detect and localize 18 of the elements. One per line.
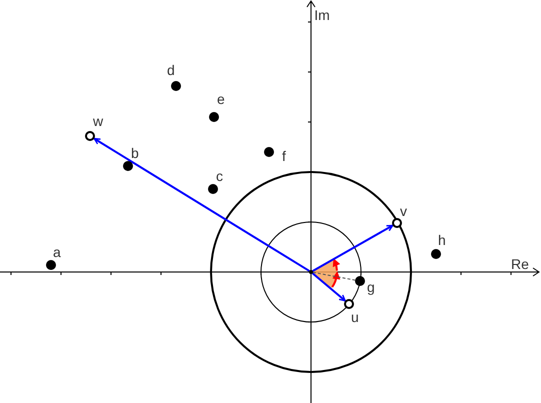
point-label: v [400,203,407,219]
axis-label: Im [314,7,330,23]
point-label: e [217,91,225,107]
axis-label: Re [511,256,529,272]
origin-point [309,270,313,274]
point-label: u [351,309,359,325]
point-label: b [131,145,139,161]
point-label: w [93,113,104,129]
point-label: c [216,168,223,184]
arrow [312,224,394,272]
dashed-line [312,272,356,281]
point-label: d [167,62,175,78]
point-label: a [53,244,61,260]
point-label: h [438,232,446,248]
arrow [312,272,346,302]
arrow [94,138,310,272]
point-label: g [367,279,375,295]
point-label: f [282,148,286,164]
